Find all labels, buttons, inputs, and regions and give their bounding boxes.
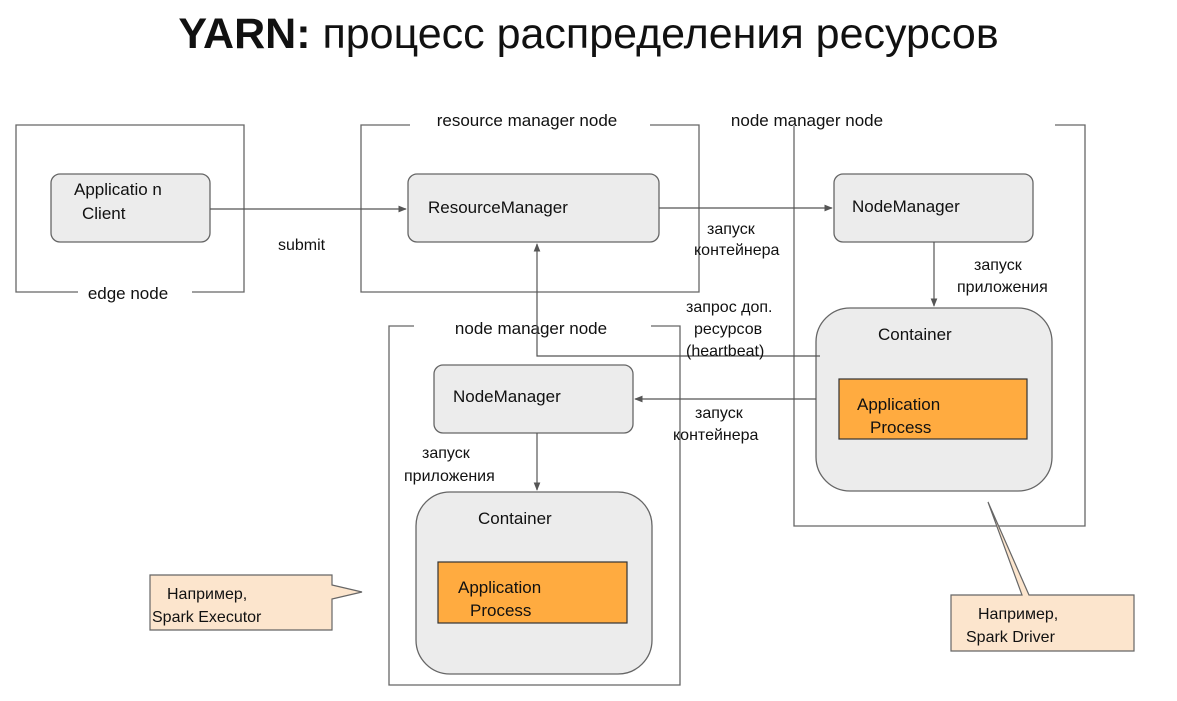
title-rest: процесс распределения ресурсов [310,10,999,58]
launch-container-top-label-2: контейнера [694,242,780,259]
resource-manager-label: ResourceManager [428,198,568,217]
callout-executor-line-1: Например, [167,586,247,603]
node-manager-node-bottom-label: node manager node [455,319,607,338]
callout-spark-executor: Например, Spark Executor [149,574,363,631]
title-bold: YARN: [178,10,311,58]
node-manager-node-right-label: node manager node [731,111,883,130]
node-manager-right-box: NodeManager [833,173,1034,243]
launch-app-bottom-label-2: приложения [404,468,495,485]
request-resources-arrow [533,243,820,357]
callout-driver-line-1: Например, [978,606,1058,623]
launch-app-bottom-label-1: запуск [422,445,471,462]
launch-app-right-label-2: приложения [957,279,1048,296]
node-manager-node-bottom-frame [388,325,681,686]
resource-manager-node-frame [360,124,700,293]
application-process-bottom: Application Process [437,561,628,624]
application-process-right-line-1: Application [857,395,940,414]
node-manager-right-label: NodeManager [852,197,960,216]
request-resources-label-1: запрос доп. [686,299,772,316]
application-client-line-1: Applicatio n [74,180,162,199]
launch-app-right-label-1: запуск [974,257,1023,274]
container-right: Container Application Process [815,307,1053,492]
callout-executor-line-2: Spark Executor [152,609,262,626]
application-process-right-line-2: Process [870,418,931,437]
node-manager-node-right-frame [793,124,1086,527]
edge-node-frame [15,124,245,293]
launch-container-top-label-1: запуск [707,221,756,238]
resource-manager-node-label: resource manager node [437,111,618,130]
node-manager-bottom-label: NodeManager [453,387,561,406]
launch-container-mid-label-2: контейнера [673,427,759,444]
callout-spark-driver: Например, Spark Driver [950,501,1135,652]
application-client-box: Applicatio n Client [50,173,211,243]
application-process-bottom-line-2: Process [470,601,531,620]
container-bottom: Container Application Process [415,491,653,675]
request-resources-label-3: (heartbeat) [686,343,764,360]
application-process-bottom-line-1: Application [458,578,541,597]
node-manager-bottom-box: NodeManager [433,364,634,434]
container-bottom-label: Container [478,509,552,528]
request-resources-label-2: ресурсов [694,321,762,338]
application-client-line-2: Client [82,204,126,223]
container-right-label: Container [878,325,952,344]
application-process-right: Application Process [838,378,1028,440]
page-title: YARN: процесс распределения ресурсов [0,6,1177,62]
edge-node-label: edge node [88,284,168,303]
submit-label: submit [278,237,326,254]
launch-container-mid-label-1: запуск [695,405,744,422]
resource-manager-box: ResourceManager [407,173,660,243]
callout-driver-line-2: Spark Driver [966,629,1056,646]
